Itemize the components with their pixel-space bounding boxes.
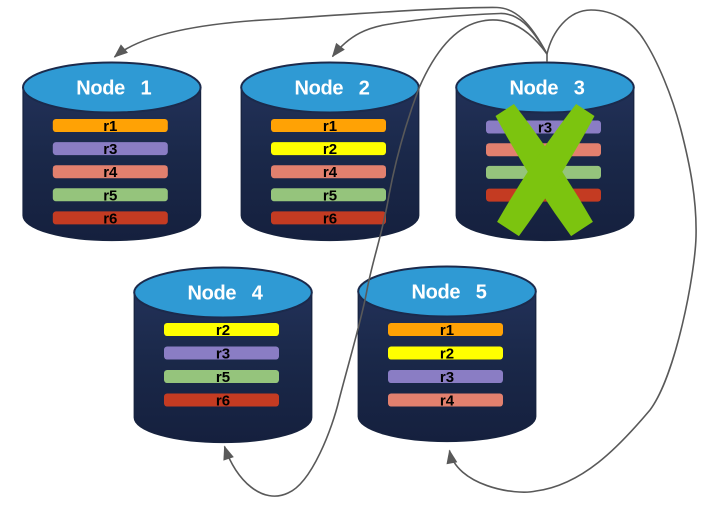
svg-text:r2: r2 bbox=[440, 346, 454, 363]
svg-text:r1: r1 bbox=[103, 118, 117, 135]
svg-text:Node 3: Node 3 bbox=[510, 77, 585, 99]
svg-text:r3: r3 bbox=[103, 141, 117, 158]
svg-text:r6: r6 bbox=[323, 210, 337, 227]
svg-text:r6: r6 bbox=[216, 393, 230, 410]
svg-text:r4: r4 bbox=[323, 164, 338, 181]
svg-text:Node 2: Node 2 bbox=[295, 77, 370, 99]
svg-text:r3: r3 bbox=[216, 346, 230, 363]
svg-text:r5: r5 bbox=[323, 187, 337, 204]
svg-text:Node 4: Node 4 bbox=[188, 282, 264, 304]
svg-text:r2: r2 bbox=[323, 141, 337, 158]
svg-text:Node 1: Node 1 bbox=[76, 77, 151, 99]
svg-text:r4: r4 bbox=[103, 164, 118, 181]
svg-text:r4: r4 bbox=[440, 393, 455, 410]
svg-text:Node 5: Node 5 bbox=[412, 281, 487, 303]
svg-text:r6: r6 bbox=[103, 210, 117, 227]
svg-text:r5: r5 bbox=[103, 187, 117, 204]
svg-text:r3: r3 bbox=[538, 120, 552, 137]
svg-text:r3: r3 bbox=[440, 369, 454, 386]
svg-text:r1: r1 bbox=[440, 322, 454, 339]
svg-text:r2: r2 bbox=[216, 322, 230, 339]
svg-text:r1: r1 bbox=[323, 118, 337, 135]
svg-text:r5: r5 bbox=[216, 369, 230, 386]
